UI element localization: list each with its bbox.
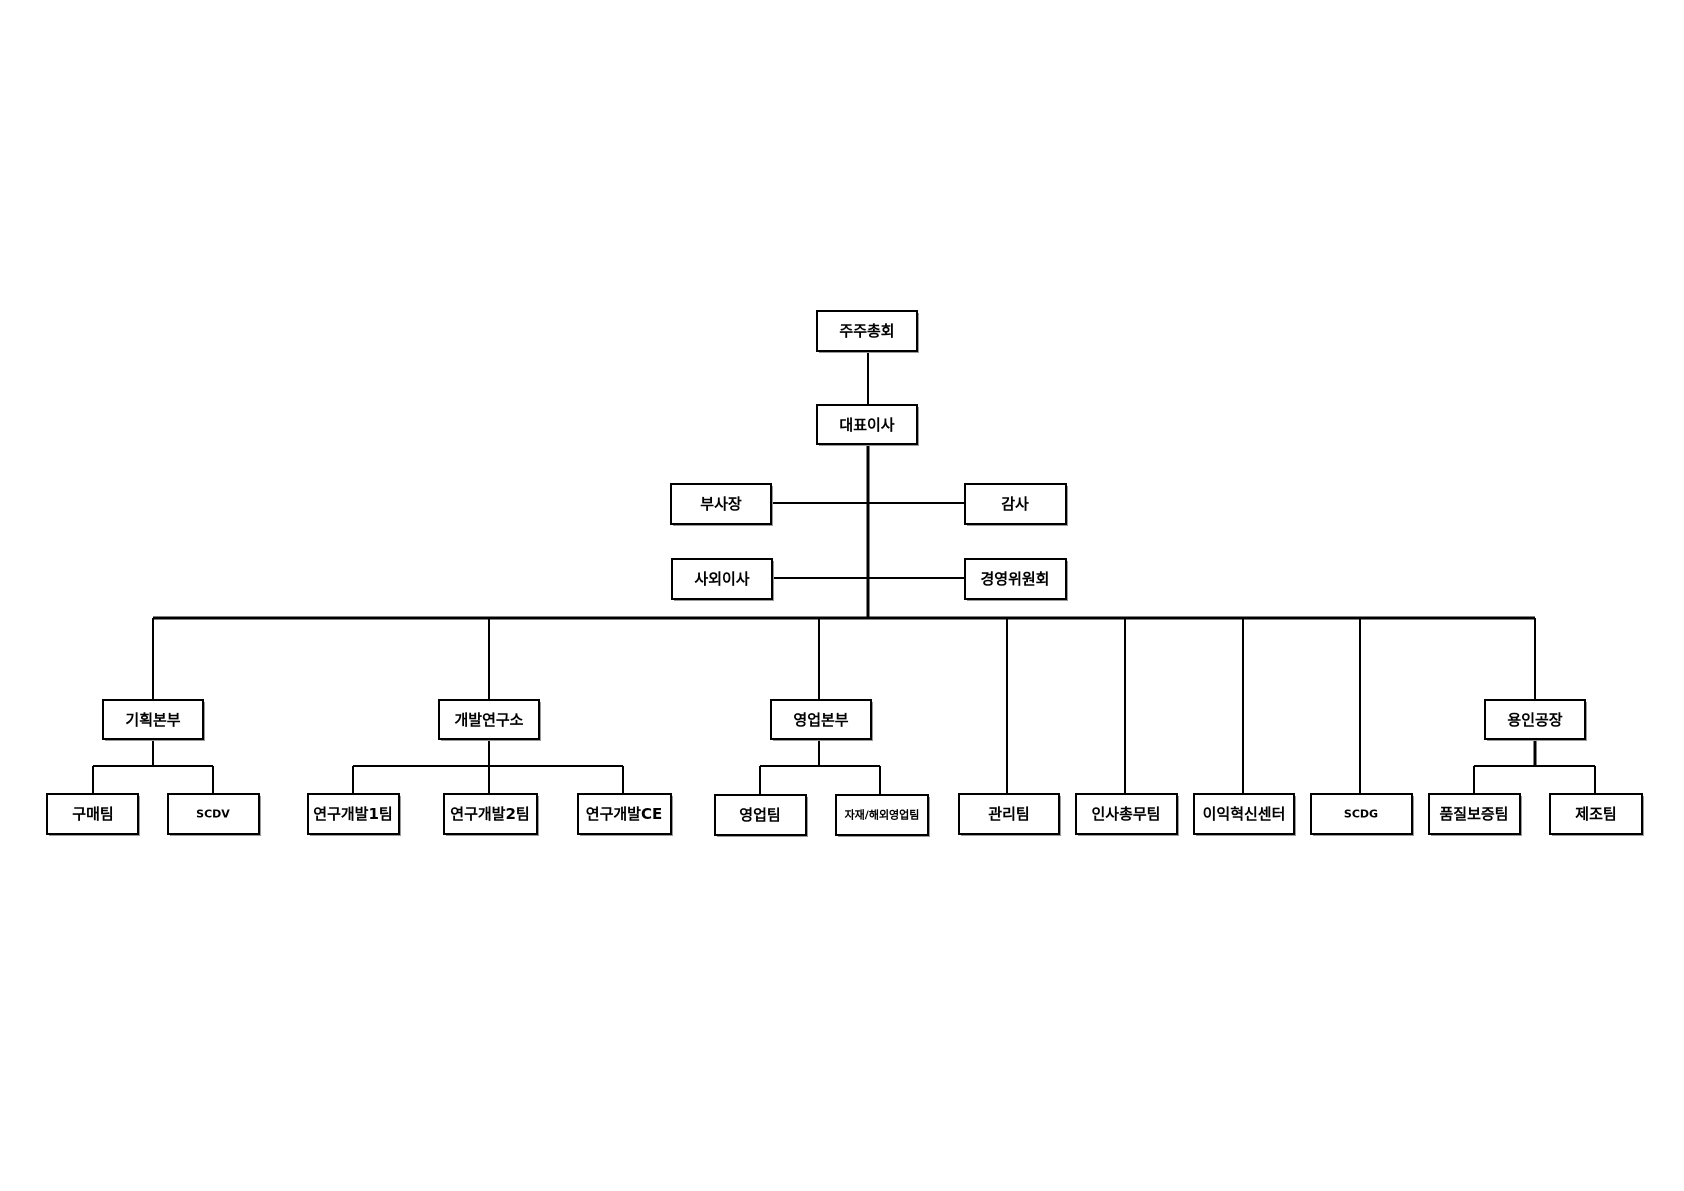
node-label: 자재/해외영업팀 bbox=[845, 808, 920, 822]
node-label: 연구개발CE bbox=[586, 805, 662, 823]
node-label: 대표이사 bbox=[839, 416, 894, 434]
node-purchasing-team: 구매팀 bbox=[46, 793, 140, 836]
node-hr-team: 인사총무팀 bbox=[1075, 793, 1179, 836]
node-sales-team: 영업팀 bbox=[714, 794, 808, 837]
node-shareholders: 주주총회 bbox=[816, 310, 919, 353]
node-label: 연구개발1팀 bbox=[313, 805, 392, 823]
node-label: 영업본부 bbox=[793, 711, 848, 729]
node-label: 사외이사 bbox=[694, 570, 749, 588]
node-planning-division: 기획본부 bbox=[102, 699, 205, 741]
node-label: SCDV bbox=[196, 808, 230, 821]
node-scdg: SCDG bbox=[1310, 793, 1414, 836]
connector-lines bbox=[92, 350, 1596, 795]
node-label: 부사장 bbox=[700, 495, 742, 513]
node-label: 기획본부 bbox=[125, 711, 180, 729]
node-label: SCDG bbox=[1344, 808, 1378, 821]
node-label: 감사 bbox=[1001, 495, 1029, 513]
node-manufacturing-team: 제조팀 bbox=[1549, 793, 1644, 836]
node-label: 이익혁신센터 bbox=[1203, 805, 1286, 823]
node-rnd-team1: 연구개발1팀 bbox=[307, 793, 401, 836]
node-ceo: 대표이사 bbox=[816, 404, 919, 446]
node-label: 구매팀 bbox=[72, 805, 113, 823]
node-sales-division: 영업본부 bbox=[770, 699, 873, 741]
node-management-committee: 경영위원회 bbox=[964, 558, 1068, 601]
node-label: 영업팀 bbox=[739, 806, 780, 824]
node-label: 경영위원회 bbox=[980, 570, 1049, 588]
node-rnd-ce: 연구개발CE bbox=[577, 793, 673, 836]
node-label: 주주총회 bbox=[839, 322, 894, 340]
node-auditor: 감사 bbox=[964, 483, 1068, 526]
node-rnd-team2: 연구개발2팀 bbox=[443, 793, 539, 836]
node-admin-team: 관리팀 bbox=[958, 793, 1061, 836]
node-vice-president: 부사장 bbox=[670, 483, 773, 526]
node-label: 연구개발2팀 bbox=[450, 805, 529, 823]
node-label: 품질보증팀 bbox=[1439, 805, 1508, 823]
node-label: 제조팀 bbox=[1575, 805, 1616, 823]
node-label: 인사총무팀 bbox=[1091, 805, 1160, 823]
node-outside-director: 사외이사 bbox=[671, 558, 774, 601]
node-quality-assurance-team: 품질보증팀 bbox=[1428, 793, 1522, 836]
node-label: 개발연구소 bbox=[454, 711, 523, 729]
node-rnd-center: 개발연구소 bbox=[438, 699, 541, 741]
node-materials-overseas-sales-team: 자재/해외영업팀 bbox=[835, 794, 930, 837]
node-factory: 용인공장 bbox=[1484, 699, 1587, 741]
node-label: 용인공장 bbox=[1507, 711, 1562, 729]
node-scdv: SCDV bbox=[167, 793, 261, 836]
node-label: 관리팀 bbox=[988, 805, 1029, 823]
node-innovation-center: 이익혁신센터 bbox=[1193, 793, 1296, 836]
